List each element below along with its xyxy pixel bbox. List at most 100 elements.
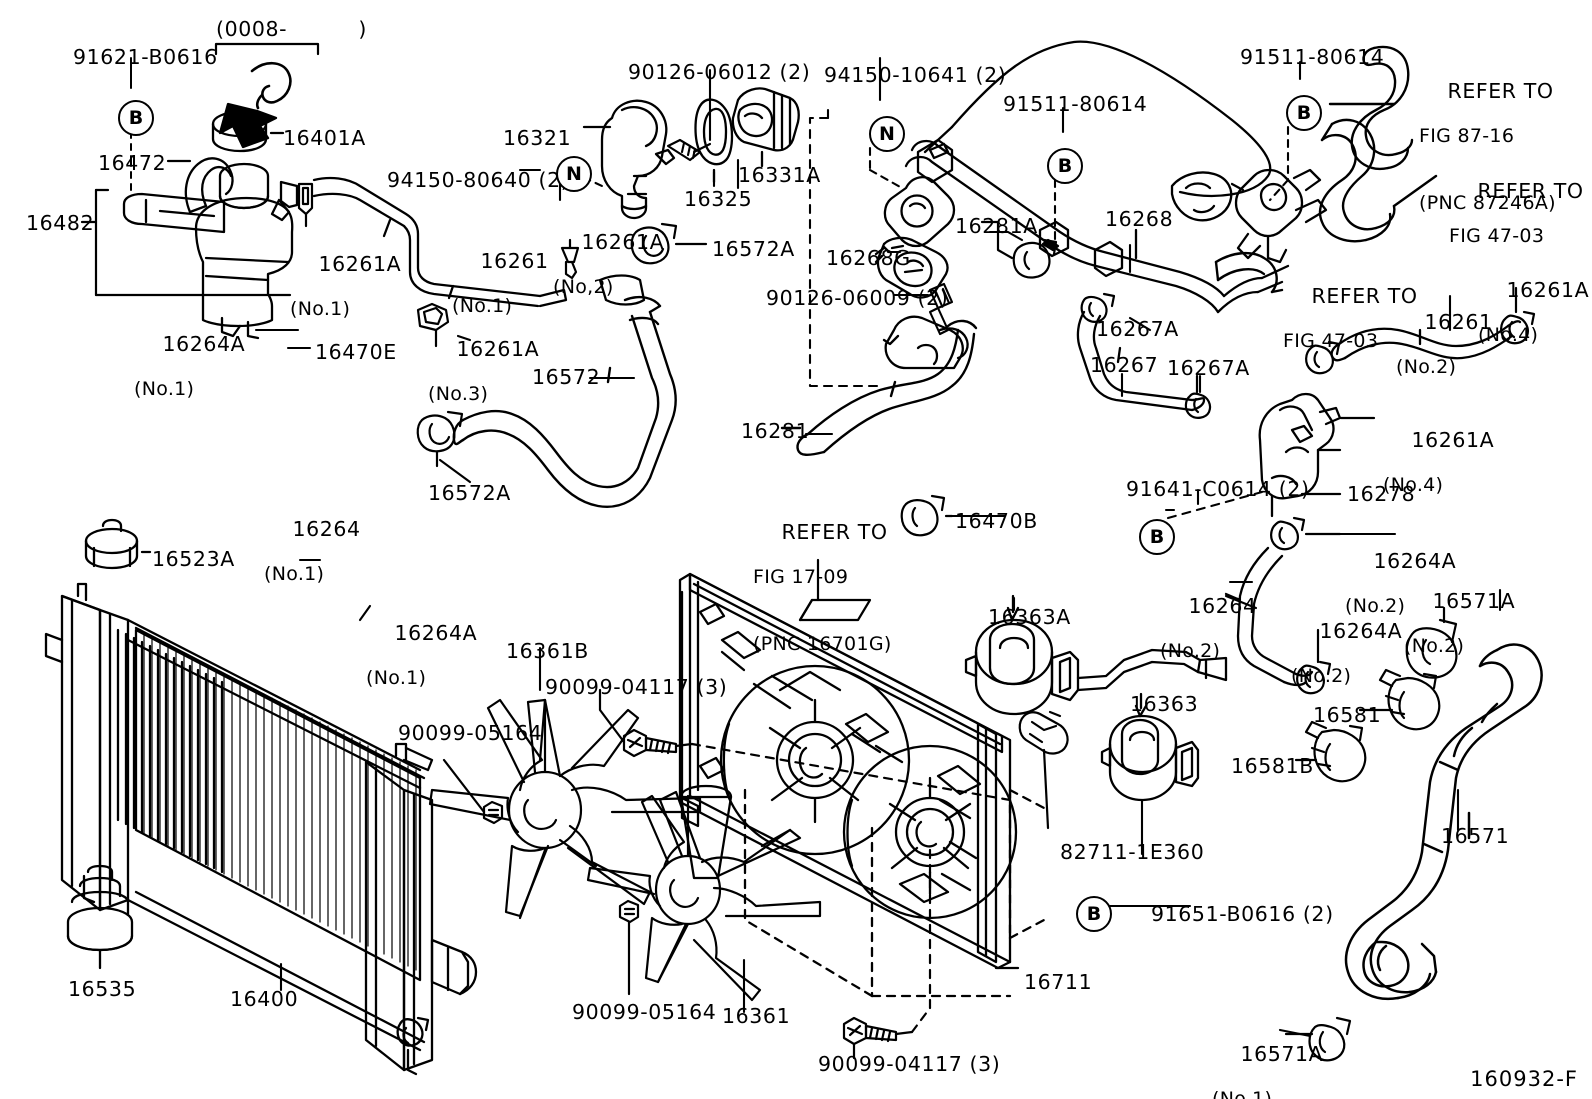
fan-motor-16363 <box>1100 692 1200 802</box>
water-pipe-16268 <box>904 138 1290 314</box>
label-16268g: 16268G <box>826 246 911 270</box>
clip-0008 <box>250 61 292 110</box>
label-16281: 16281 <box>741 419 810 443</box>
label-16321: 16321 <box>503 126 572 150</box>
hose-ref-47-03-a <box>1318 118 1438 243</box>
label-16325: 16325 <box>684 187 753 211</box>
marker-b-91641-c0614: B <box>1139 519 1175 555</box>
thermostat-16331a <box>731 87 800 168</box>
clip-16267a-lower <box>1184 374 1212 419</box>
label-91511-80614-right: 91511-80614 <box>1240 45 1385 69</box>
clip-16261a-no1 <box>297 182 314 228</box>
label-subtext: (No,2) <box>553 275 614 298</box>
label-subtext: (No.3) <box>428 382 489 405</box>
pipe-16264-no2 <box>1224 546 1314 687</box>
bolt-90126-06009 <box>892 282 954 336</box>
label-16264-no1: 16264 (No.1) <box>264 495 361 631</box>
ref-tab-16701g <box>798 558 872 622</box>
label-subtext: (No.1) <box>290 297 351 320</box>
label-subtext: (No.1) <box>134 377 195 400</box>
bracket-16278 <box>1258 392 1342 518</box>
label-16261-no2: 16261 (No.2) <box>1396 288 1493 424</box>
refer-line1: REFER TO <box>781 519 888 544</box>
clip-16470b <box>900 494 954 537</box>
clamp-16581b <box>1294 720 1367 783</box>
hose-ref-47-03-b <box>1214 251 1284 294</box>
label-91621-b0616: 91621-B0616 <box>73 45 218 69</box>
label-16268: 16268 <box>1105 207 1174 231</box>
label-text: 16571A <box>1240 1041 1324 1066</box>
label-90099-05164-left: 90099-05164 <box>398 721 543 745</box>
fan-blade-16361b <box>428 698 702 920</box>
clamp-16571a-no2 <box>1405 606 1458 679</box>
label-16363a: 16363A <box>988 605 1071 629</box>
fan-spacer <box>679 784 733 880</box>
refer-line1: REFER TO <box>1311 283 1418 308</box>
label-date-bracket: (0008- ) <box>216 17 367 41</box>
label-16267a-upper: 16267A <box>1096 317 1179 341</box>
label-text: 16264A <box>394 620 478 645</box>
label-text: 16261A <box>1411 427 1495 452</box>
label-subtext: (No.2) <box>1404 634 1465 657</box>
label-16261a-no4-right: 16261A (No.4) <box>1478 256 1589 392</box>
refer-fig-87-16: REFER TO FIG 87-16 (PNC 87246A) <box>1419 57 1556 260</box>
label-16261a-no3: 16261A (No.3) <box>428 315 539 451</box>
label-text: 16261A <box>318 251 402 276</box>
label-subtext: (No.4) <box>1383 473 1444 496</box>
assembly-arrow <box>218 102 278 149</box>
bracket-16482 <box>80 188 292 297</box>
label-16581b: 16581B <box>1231 754 1314 778</box>
clamp-16581 <box>1358 668 1441 731</box>
housing-bracket-lower <box>882 315 969 370</box>
label-16572a-top: 16572A <box>712 237 795 261</box>
label-90099-05164-bottom: 90099-05164 <box>572 1000 717 1024</box>
label-text: 16264A <box>162 331 246 356</box>
refer-line3: (PNC 87246A) <box>1419 192 1556 215</box>
label-subtext: (No.1) <box>452 294 513 317</box>
label-16572a-mid: 16572A <box>428 481 511 505</box>
label-16264a-no1-bottom: 16264A (No.1) <box>366 599 477 735</box>
label-91641-c0614: 91641-C0614 (2) <box>1126 477 1310 501</box>
clip-16261a-no4-left <box>1305 340 1376 420</box>
hose-16267 <box>1076 310 1206 412</box>
hose-16572 <box>452 295 677 508</box>
label-subtext: (No.2) <box>1396 355 1457 378</box>
label-16472: 16472 <box>98 151 167 175</box>
hose-16281 <box>780 319 978 456</box>
label-text: 16264 <box>292 516 361 541</box>
label-16401a: 16401A <box>283 126 366 150</box>
fan-blade-16361 <box>586 790 822 1002</box>
label-text: 16264A <box>1373 548 1457 573</box>
refer-fig-47-03-b: REFER TO FIG 47-03 <box>1283 262 1418 398</box>
clip-16264a-no2-a <box>1270 516 1342 551</box>
clip-16261a-no3 <box>416 302 450 348</box>
label-16264a-no2-mid: 16264A (No.2) <box>1291 597 1402 733</box>
label-16470e: 16470E <box>315 340 397 364</box>
label-subtext: (No.1) <box>1212 1087 1273 1099</box>
label-16711: 16711 <box>1024 970 1093 994</box>
gasket-16325 <box>694 98 734 184</box>
label-subtext: (No.1) <box>366 666 427 689</box>
label-subtext: (No.1) <box>264 562 325 585</box>
label-16281a: 16281A <box>955 214 1038 238</box>
label-16523a: 16523A <box>152 547 235 571</box>
label-16261a-no1: 16261A (No.1) <box>290 230 401 366</box>
label-16572: 16572 <box>532 365 601 389</box>
label-16571: 16571 <box>1441 824 1510 848</box>
label-16264-no2: 16264 (No.2) <box>1160 572 1257 708</box>
label-16571a-no2: 16571A (No.2) <box>1404 567 1515 703</box>
dashed-group-frame <box>808 106 880 388</box>
label-text: 16261A <box>1506 277 1590 302</box>
wire-clip-82711 <box>1018 710 1069 830</box>
label-16261a-no2: 16261A (No,2) <box>553 208 664 344</box>
marker-n-94150-80640: N <box>556 156 592 192</box>
date-range-bracket <box>214 42 320 56</box>
refer-line3: (PNC 16701G) <box>753 633 892 656</box>
label-text: 16261A <box>456 336 540 361</box>
clip-16261a-no2 <box>560 238 580 280</box>
label-text: 16261 <box>480 248 549 273</box>
label-16581: 16581 <box>1313 703 1382 727</box>
marker-b-91651-b0616: B <box>1076 896 1112 932</box>
clip-16267a-upper <box>1080 292 1116 323</box>
